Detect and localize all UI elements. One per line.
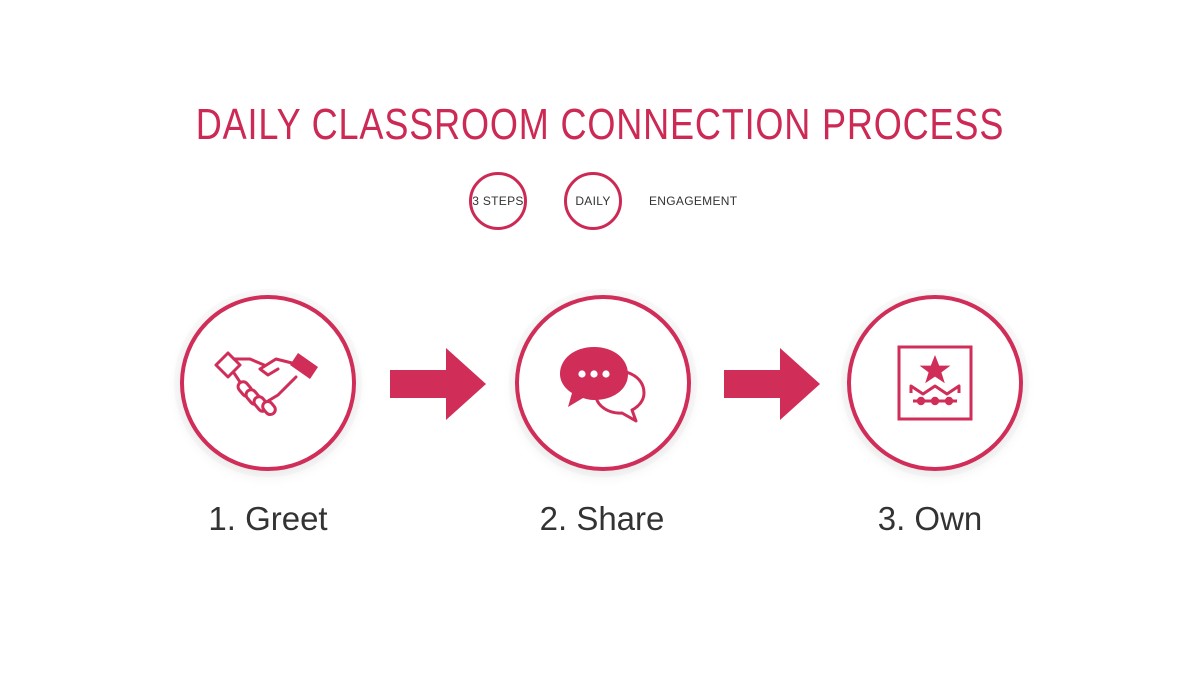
step-share-circle [515, 295, 691, 471]
daily-badge: DAILY [564, 172, 622, 230]
steps-badge: 3 STEPS [469, 172, 527, 230]
step-own-circle [847, 295, 1023, 471]
step-own-label: 3. Own [877, 500, 983, 537]
star-hierarchy-icon [897, 345, 973, 421]
step-greet-label: 1. Greet [208, 500, 328, 537]
steps-badge-label: 3 STEPS [472, 194, 524, 208]
speech-bubbles-icon [560, 347, 646, 423]
engagement-label: ENGAGEMENT [649, 194, 738, 208]
arrow-right-icon [724, 348, 820, 420]
arrow-right-icon [390, 348, 486, 420]
daily-badge-label: DAILY [575, 194, 611, 208]
step-share-label: 2. Share [539, 500, 665, 537]
handshake-icon [214, 351, 318, 417]
step-greet-circle [180, 295, 356, 471]
page-title: DAILY CLASSROOM CONNECTION PROCESS [195, 100, 1005, 149]
